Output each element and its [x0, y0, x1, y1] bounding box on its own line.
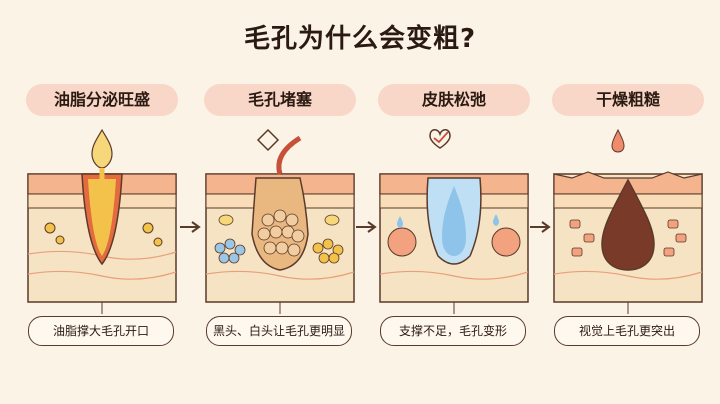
- loose-skin-diagram: [379, 129, 529, 314]
- arrow-right-icon: [530, 221, 551, 233]
- heart-check-icon: [429, 129, 451, 149]
- stage-label: 油脂分泌旺盛: [26, 84, 178, 116]
- stage-clogged: 毛孔堵塞 黑头、白头让毛孔更明显: [204, 84, 356, 346]
- oil-drop-icon: [91, 128, 113, 169]
- stage-caption: 支撑不足，毛孔变形: [380, 316, 526, 346]
- oil-pore-diagram: [27, 128, 177, 314]
- page-title: 毛孔为什么会变粗?: [243, 24, 477, 54]
- stage-label: 干燥粗糙: [552, 84, 704, 116]
- dry-skin-diagram: [553, 128, 703, 314]
- stage-caption: 油脂撑大毛孔开口: [28, 316, 174, 346]
- diamond-arrow-icon: [256, 128, 280, 152]
- water-drop-icon: [611, 128, 625, 153]
- stage-dry: 干燥粗糙 视觉上毛孔更突出: [552, 84, 704, 346]
- stage-label: 皮肤松弛: [378, 84, 530, 116]
- stage-caption: 视觉上毛孔更突出: [554, 316, 700, 346]
- stage-loose: 皮肤松弛 支撑不足，毛孔变形: [378, 84, 530, 346]
- arrow-right-icon: [356, 221, 377, 233]
- arrow-right-icon: [180, 221, 201, 233]
- stage-label: 毛孔堵塞: [204, 84, 356, 116]
- clogged-pore-diagram: [205, 128, 355, 314]
- stage-oil: 油脂分泌旺盛 油脂撑大毛孔开口: [26, 84, 178, 346]
- stage-caption: 黑头、白头让毛孔更明显: [206, 316, 352, 346]
